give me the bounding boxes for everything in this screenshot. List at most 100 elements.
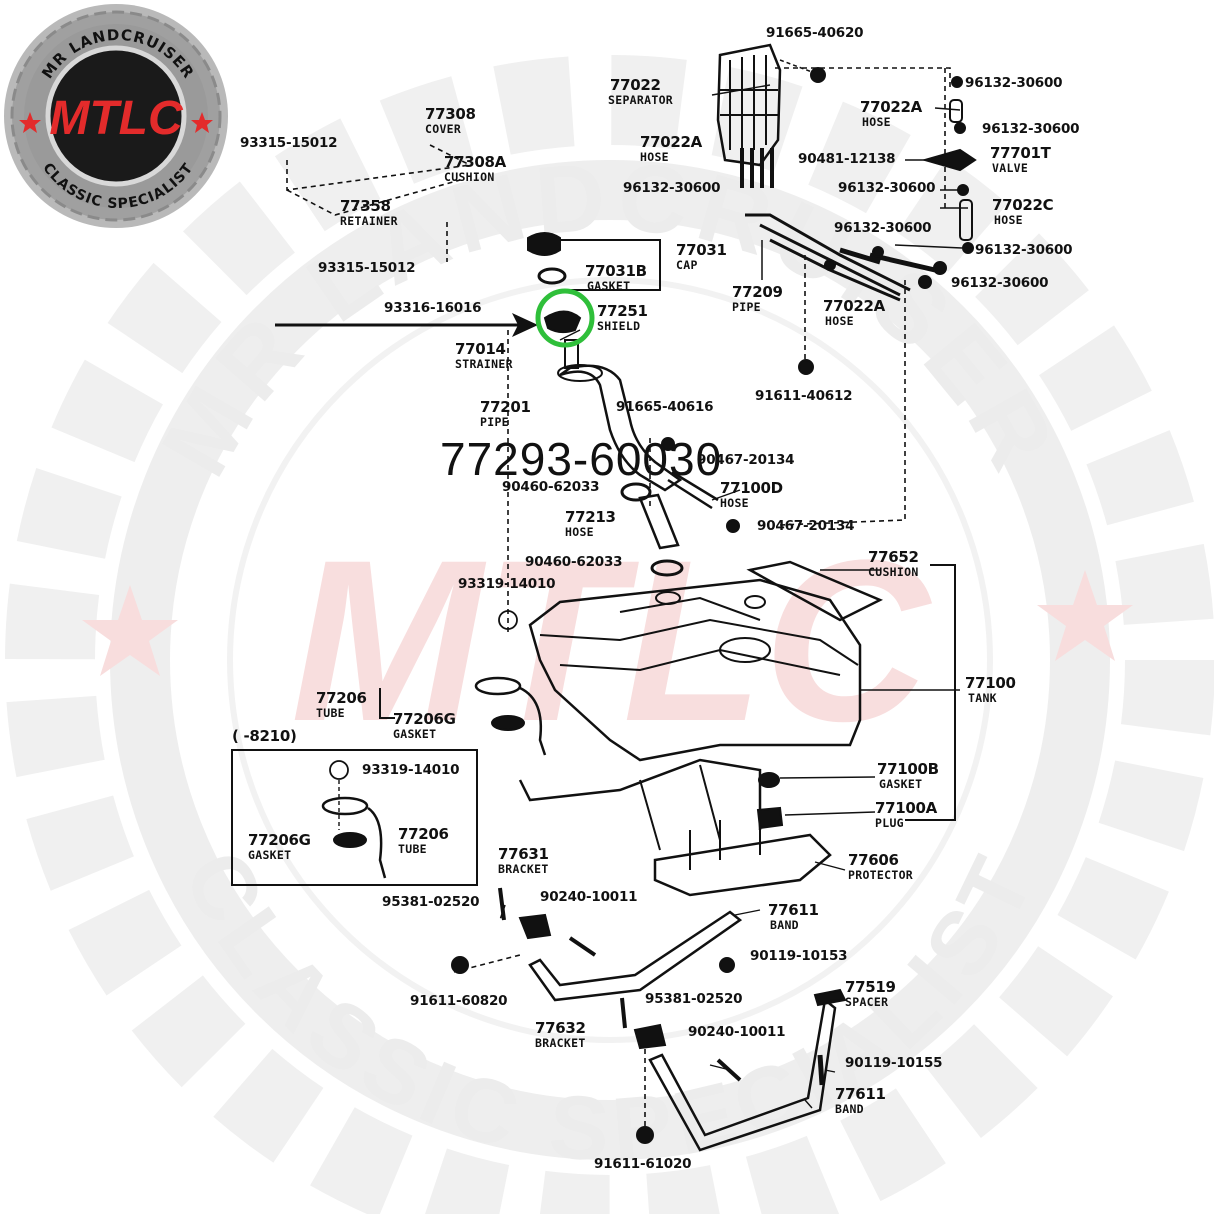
- label-77100B: 77100B: [877, 760, 939, 778]
- label-tank: TANK: [968, 691, 997, 705]
- label-bracket-b: BRACKET: [535, 1036, 586, 1050]
- label-valve: VALVE: [992, 161, 1029, 175]
- label-hose-a: HOSE: [862, 115, 891, 129]
- label-91611-40612: 91611-40612: [755, 388, 853, 404]
- pointer-arrow: [275, 313, 538, 337]
- label-77701T: 77701T: [990, 144, 1051, 162]
- label-93315-15012-a: 93315-15012: [240, 135, 338, 151]
- label-plug: PLUG: [875, 816, 904, 830]
- label-gasket-d: GASKET: [248, 848, 292, 862]
- label-96132-30600-g: 96132-30600: [951, 275, 1049, 291]
- label-hose-c: HOSE: [994, 213, 1023, 227]
- label-77209: 77209: [732, 283, 783, 301]
- label-hose-d: HOSE: [720, 496, 749, 510]
- label-77611-a: 77611: [768, 901, 819, 919]
- label-77206G-b: 77206G: [248, 831, 311, 849]
- label-hose-b: HOSE: [640, 150, 669, 164]
- label-hose-c2: HOSE: [825, 314, 854, 328]
- label-90460-62033-b: 90460-62033: [525, 554, 623, 570]
- label-77100A: 77100A: [875, 799, 937, 817]
- label-91611-61020: 91611-61020: [594, 1156, 692, 1172]
- label-93316-16016: 93316-16016: [384, 300, 482, 316]
- label-gasket-a: GASKET: [587, 279, 631, 293]
- diagram-lines: [231, 43, 977, 1152]
- label-77206G-a: 77206G: [393, 710, 456, 728]
- label-77631: 77631: [498, 845, 549, 863]
- logo-badge: MR LANDCRUISER CLASSIC SPECIALIST MTLC: [4, 4, 228, 228]
- label-77022C: 77022C: [992, 196, 1054, 214]
- label-96132-30600-a: 96132-30600: [965, 75, 1063, 91]
- label-93319-14010-a: 93319-14010: [458, 576, 556, 592]
- label-cap: CAP: [676, 258, 698, 272]
- label-77100D: 77100D: [720, 479, 783, 497]
- label-cover: COVER: [425, 122, 462, 136]
- label-96132-30600-e: 96132-30600: [975, 242, 1073, 258]
- label-77606: 77606: [848, 851, 899, 869]
- label-96132-30600-b: 96132-30600: [982, 121, 1080, 137]
- label-hose-e: HOSE: [565, 525, 594, 539]
- label-77358: 77358: [340, 197, 391, 215]
- label-77632: 77632: [535, 1019, 586, 1037]
- label-90467-20134-a: 90467-20134: [697, 452, 795, 468]
- label-95381-02520-a: 95381-02520: [382, 894, 480, 910]
- label-cushion-b: CUSHION: [868, 565, 919, 579]
- label-shield: SHIELD: [597, 319, 641, 333]
- label-77201: 77201: [480, 398, 531, 416]
- label-91611-60820: 91611-60820: [410, 993, 508, 1009]
- label-77022A-b: 77022A: [640, 133, 702, 151]
- label-93315-15012-b: 93315-15012: [318, 260, 416, 276]
- highlight-ring: [535, 288, 595, 348]
- label-band-a: BAND: [770, 918, 799, 932]
- label-77022: 77022: [610, 76, 661, 94]
- label-95381-02520-b: 95381-02520: [645, 991, 743, 1007]
- logo-mark: MTLC: [49, 92, 184, 145]
- label-77206-b: 77206: [398, 825, 449, 843]
- label-77014: 77014: [455, 340, 506, 358]
- label-band-b: BAND: [835, 1102, 864, 1116]
- label-90240-10011-b: 90240-10011: [688, 1024, 786, 1040]
- label-77308: 77308: [425, 105, 476, 123]
- label-retainer: RETAINER: [340, 214, 398, 228]
- label-90119-10153: 90119-10153: [750, 948, 848, 964]
- label-spacer: SPACER: [845, 995, 889, 1009]
- label-77213: 77213: [565, 508, 616, 526]
- label-tube-a: TUBE: [316, 706, 345, 720]
- label-cushion-a: CUSHION: [444, 170, 495, 184]
- label-77652: 77652: [868, 548, 919, 566]
- highlight-part-number: 77293-60030: [440, 433, 723, 485]
- label-tube-b: TUBE: [398, 842, 427, 856]
- label-96132-30600-f: 96132-30600: [834, 220, 932, 236]
- label-pipe-a: PIPE: [732, 300, 761, 314]
- label-90119-10155: 90119-10155: [845, 1055, 943, 1071]
- label-93319-14010-b: 93319-14010: [362, 762, 460, 778]
- label-strainer: STRAINER: [455, 357, 513, 371]
- label-pipe-b: PIPE: [480, 415, 509, 429]
- label-77206-a: 77206: [316, 689, 367, 707]
- watermark-mark: MTLC: [291, 512, 933, 769]
- label-90240-10011-a: 90240-10011: [540, 889, 638, 905]
- label-gasket-c: GASKET: [879, 777, 923, 791]
- label-gasket-b: GASKET: [393, 727, 437, 741]
- label-96132-30600-d: 96132-30600: [838, 180, 936, 196]
- label-90481-12138: 90481-12138: [798, 151, 896, 167]
- label-77308A: 77308A: [444, 153, 506, 171]
- label-91665-40616: 91665-40616: [616, 399, 714, 415]
- label-77611-b: 77611: [835, 1085, 886, 1103]
- label-77031B: 77031B: [585, 262, 647, 280]
- label-protector: PROTECTOR: [848, 868, 914, 882]
- label-91665-40620: 91665-40620: [766, 25, 864, 41]
- label-90467-20134-b: 90467-20134: [757, 518, 855, 534]
- inset-range: ( -8210): [232, 727, 297, 745]
- label-77251: 77251: [597, 302, 648, 320]
- label-77519: 77519: [845, 978, 896, 996]
- label-77031: 77031: [676, 241, 727, 259]
- label-77022A-c: 77022A: [823, 297, 885, 315]
- label-77022A-a: 77022A: [860, 98, 922, 116]
- label-96132-30600-c: 96132-30600: [623, 180, 721, 196]
- label-77100: 77100: [965, 674, 1016, 692]
- label-90460-62033-a: 90460-62033: [502, 479, 600, 495]
- label-separator: SEPARATOR: [608, 93, 674, 107]
- label-bracket-a: BRACKET: [498, 862, 549, 876]
